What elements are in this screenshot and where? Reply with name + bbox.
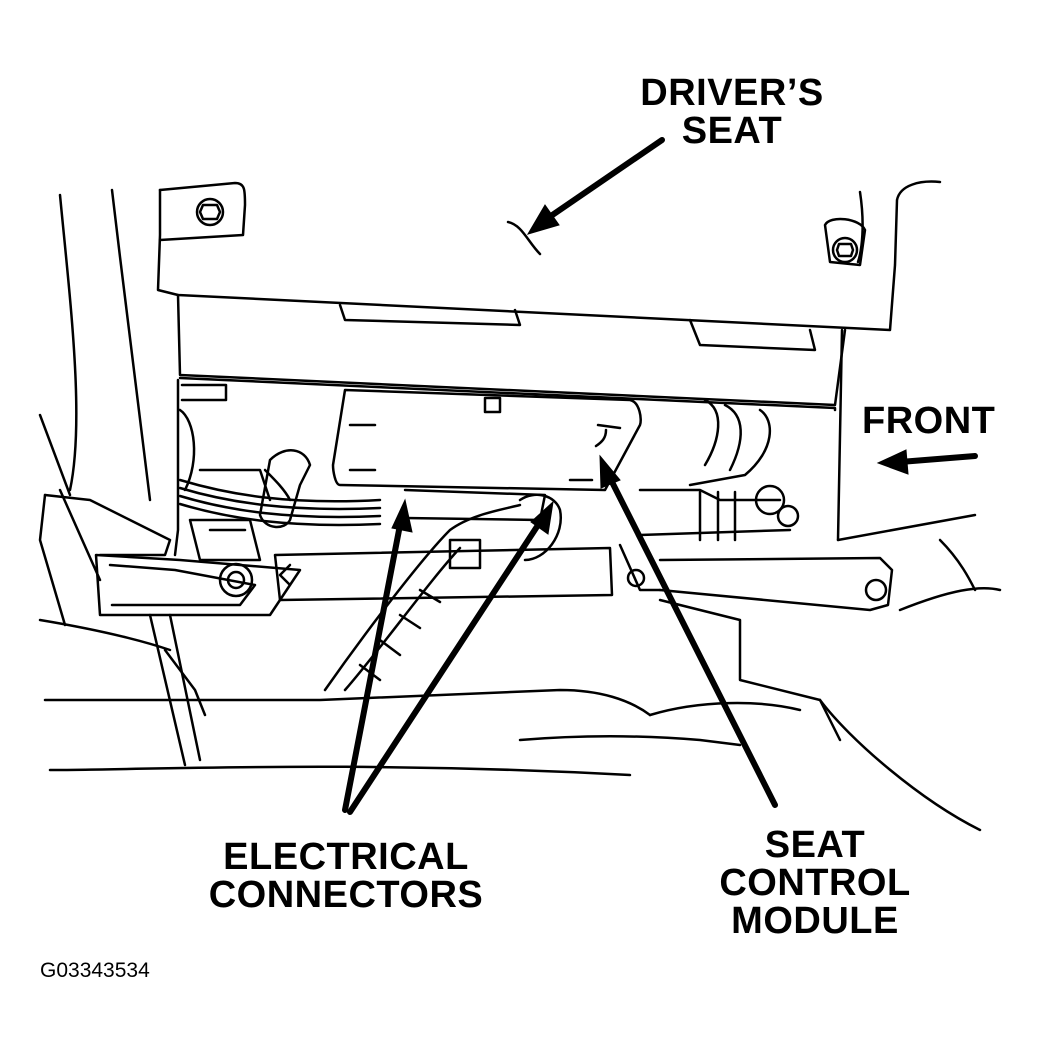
seat-control-module-label-line3: MODULE	[731, 900, 899, 942]
seat-control-module-leader	[599, 454, 778, 808]
front-direction-arrow-icon	[876, 449, 978, 475]
drivers-seat-leader-arrow	[526, 137, 665, 235]
electrical-connectors-label-line2: CONNECTORS	[208, 874, 484, 916]
seat-control-module-housing	[331, 388, 642, 492]
left-seat-track	[38, 378, 302, 767]
front-label: FRONT	[862, 402, 1012, 440]
module-marker	[594, 428, 608, 448]
wiring-harness	[178, 449, 382, 529]
electrical-connector-leader-right	[347, 500, 554, 815]
floor-carpet	[38, 513, 1002, 832]
seat-control-module-label-line2: CONTROL	[719, 862, 911, 904]
mounting-bolt-icon	[831, 236, 859, 264]
seat-crossbar-motor	[273, 488, 614, 692]
drivers-seat-label-line1: DRIVER’S	[640, 72, 824, 114]
seat-control-module-label-line1: SEAT	[764, 824, 866, 866]
front-label-text: FRONT	[862, 400, 996, 442]
mounting-bolt-icon	[195, 197, 225, 227]
electrical-connector-leader-left	[342, 498, 413, 813]
seat-control-module-label: SEAT CONTROL MODULE	[700, 826, 930, 940]
drivers-seat-label-line2: SEAT	[681, 110, 783, 152]
drivers-seat-label: DRIVER’S SEAT	[622, 74, 842, 150]
left-trim-panel	[38, 188, 152, 582]
right-seat-track	[618, 398, 894, 612]
electrical-connectors-label-line1: ELECTRICAL	[223, 836, 469, 878]
figure-code: G03343534	[40, 959, 150, 982]
electrical-connectors-label: ELECTRICAL CONNECTORS	[186, 838, 506, 914]
seat-cushion-pan	[156, 180, 942, 542]
seat-surface-marker	[506, 220, 542, 256]
